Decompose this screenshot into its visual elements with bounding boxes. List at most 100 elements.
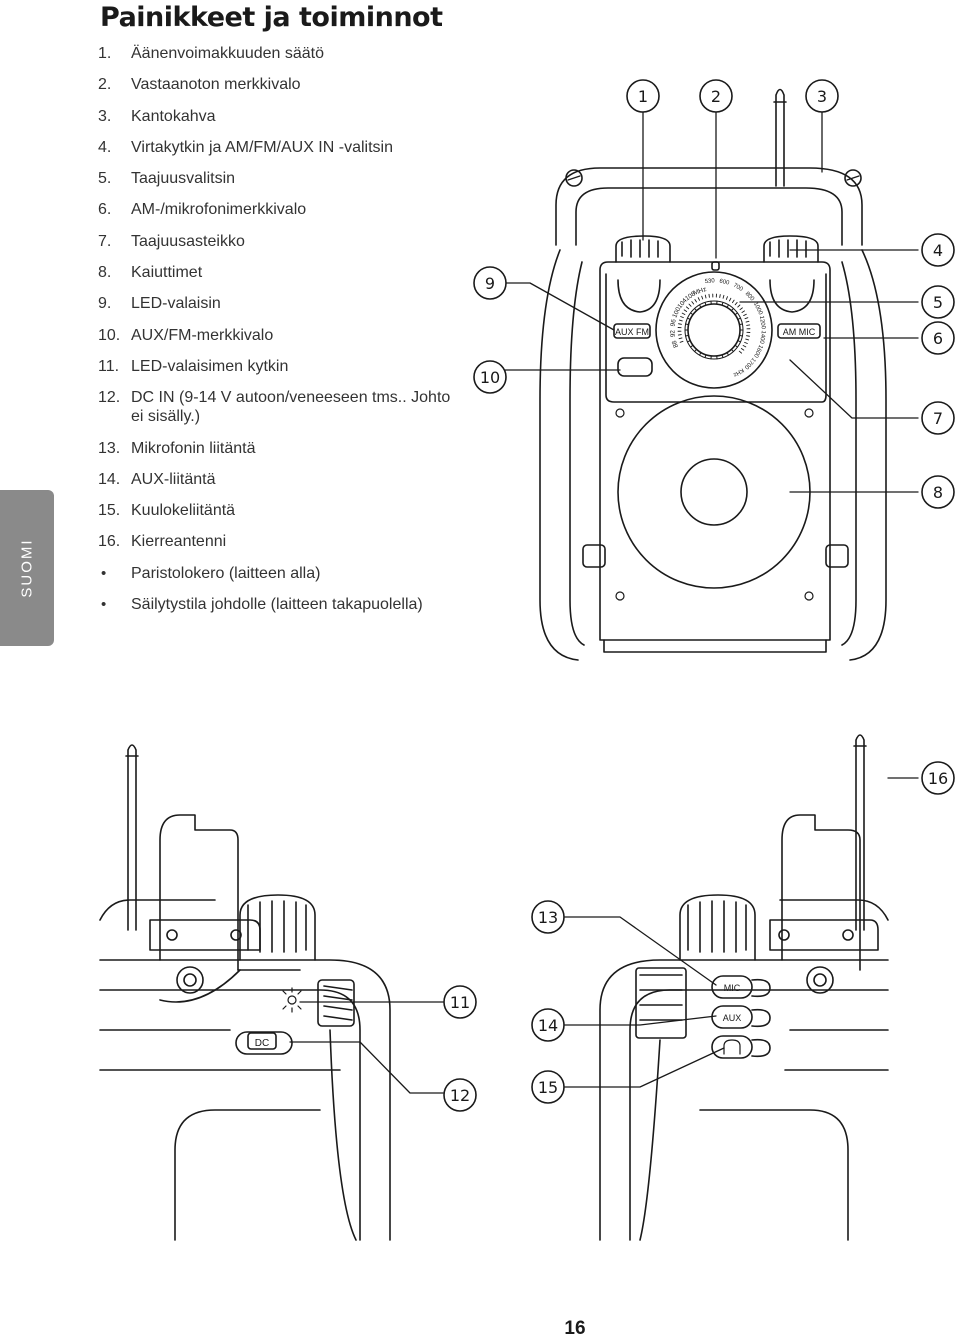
callout-9: 9 <box>473 266 507 300</box>
led-switch-icon <box>282 987 302 1013</box>
antenna-right <box>855 734 865 931</box>
feature-item: 9.LED-valaisin <box>98 294 458 313</box>
feature-text: DC IN (9-14 V autoon/veneeseen tms.. Joh… <box>131 389 451 426</box>
frame-left <box>539 249 579 661</box>
feature-number: 8. <box>98 264 112 282</box>
speaker-grille <box>617 395 811 589</box>
callout-number: 2 <box>711 87 721 106</box>
side-view-right: MIC AUX <box>599 734 889 1241</box>
dial-scale-label: MHz <box>693 286 708 297</box>
callout-number: 8 <box>933 483 943 502</box>
feature-number: 13. <box>98 439 121 457</box>
callout-5: 5 <box>921 285 955 319</box>
callout-number: 16 <box>928 769 948 788</box>
callout-16: 16 <box>921 761 955 795</box>
callout-number: 12 <box>450 1086 470 1105</box>
dial-scale-label: 600 <box>719 279 731 287</box>
callout-number: 11 <box>450 993 470 1012</box>
feature-item: 3.Kantokahva <box>98 107 458 126</box>
antenna-left <box>127 744 137 931</box>
dial-scale-label: 1000 <box>752 301 764 316</box>
feature-number: 5. <box>98 170 112 188</box>
aux-label: AUX <box>723 1013 742 1023</box>
callout-number: 13 <box>538 908 558 927</box>
mic-jack: MIC <box>711 975 771 999</box>
feature-item: 13. Mikrofonin liitäntä <box>98 439 458 458</box>
feature-text: Kuulokeliitäntä <box>131 502 236 520</box>
dial-scale-label: 1600 <box>752 344 763 359</box>
led-light <box>617 357 653 377</box>
callout-4: 4 <box>921 233 955 267</box>
feature-number: 3. <box>98 107 112 125</box>
feature-item: 1.Äänenvoimakkuuden säätö <box>98 44 458 63</box>
dial-scale-label: 88 <box>671 339 680 349</box>
feature-number: 15. <box>98 502 121 520</box>
front-callout-lines <box>504 95 919 493</box>
feature-text: AUX/FM-merkkivalo <box>131 326 274 344</box>
dial-scale-label: KHz <box>732 367 745 378</box>
feature-number: 2. <box>98 76 112 94</box>
dial-scale-label: 1200 <box>758 315 766 330</box>
feature-text: Vastaanoton merkkivalo <box>131 76 301 94</box>
callout-8: 8 <box>921 475 955 509</box>
feature-text: AM-/mikrofonimerkkivalo <box>131 201 307 219</box>
callout-7: 7 <box>921 401 955 435</box>
callout-number: 5 <box>933 293 943 312</box>
bullet-marker: • <box>101 564 107 582</box>
aux-jack: AUX <box>711 1005 771 1029</box>
bullet-item: • Paristolokero (laitteen alla) <box>98 564 458 583</box>
feature-text: Taajuusvalitsin <box>131 170 236 188</box>
bullet-text: Säilytystila johdolle (laitteen takapuol… <box>131 596 423 614</box>
callout-12: 12 <box>443 1078 477 1112</box>
feature-item: 11.LED-valaisimen kytkin <box>98 357 458 376</box>
feature-number: 9. <box>98 295 112 313</box>
am-mic-label: AM MIC <box>783 327 816 337</box>
speaker-cone <box>680 458 748 526</box>
feature-number: 11. <box>98 357 120 375</box>
feature-item: 14.AUX-liitäntä <box>98 470 458 489</box>
language-tab: SUOMI <box>0 490 54 646</box>
feature-text: Kierreantenni <box>131 533 227 551</box>
left-callout-lines <box>289 1001 444 1094</box>
feature-text: Kaiuttimet <box>131 264 203 282</box>
callout-1: 1 <box>626 79 660 113</box>
page-title: Painikkeet ja toiminnot <box>100 2 443 33</box>
dc-label: DC <box>255 1038 269 1049</box>
feature-number: 4. <box>98 138 112 156</box>
feature-text: Mikrofonin liitäntä <box>131 439 256 457</box>
feature-text: Äänenvoimakkuuden säätö <box>131 45 325 62</box>
feature-item: 7. Taajuusasteikko <box>98 232 458 251</box>
callout-number: 7 <box>933 409 943 428</box>
side-view-left: DC <box>99 744 391 1241</box>
reception-led <box>711 261 720 271</box>
callout-number: 6 <box>933 329 943 348</box>
carry-handle <box>555 167 863 246</box>
feature-text: Taajuusasteikko <box>131 232 245 250</box>
feature-number: 10. <box>98 326 121 344</box>
screw-heads <box>615 408 814 601</box>
feature-number: 7. <box>98 232 112 250</box>
feature-item: 4. Virtakytkin ja AM/FM/AUX IN -valitsin <box>98 138 458 157</box>
callout-11: 11 <box>443 985 477 1019</box>
feature-item: 10. AUX/FM-merkkivalo <box>98 326 458 345</box>
feature-text: AUX-liitäntä <box>131 470 216 488</box>
dial-scale-label: 1400 <box>758 330 766 345</box>
callout-number: 1 <box>638 87 648 106</box>
callout-15: 15 <box>531 1070 565 1104</box>
dial-scale-label: 92 <box>669 329 677 337</box>
feature-item: 8. Kaiuttimet <box>98 263 458 282</box>
callout-number: 4 <box>933 241 943 260</box>
callout-number: 3 <box>817 87 827 106</box>
feature-item: 12.DC IN (9-14 V autoon/veneeseen tms.. … <box>98 388 458 426</box>
aux-fm-indicator <box>613 323 651 339</box>
bullet-text: Paristolokero (laitteen alla) <box>131 564 321 582</box>
callout-number: 9 <box>485 274 495 293</box>
callout-14: 14 <box>531 1008 565 1042</box>
feature-text: Virtakytkin ja AM/FM/AUX IN -valitsin <box>131 138 393 156</box>
dc-in-port <box>235 1031 293 1055</box>
feature-item: 6.AM-/mikrofonimerkkivalo <box>98 200 458 219</box>
